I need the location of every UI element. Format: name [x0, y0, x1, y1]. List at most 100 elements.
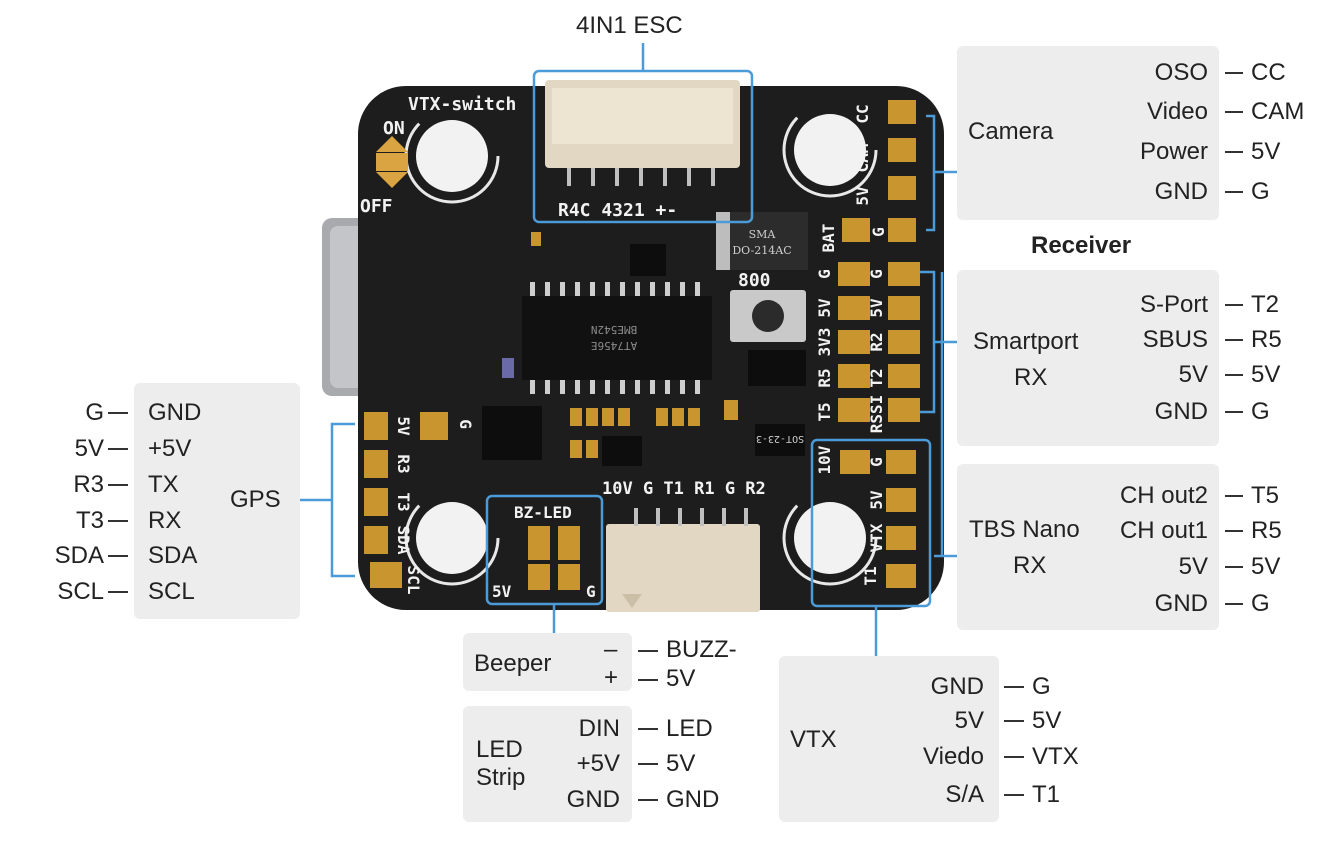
vtx-title: VTX [790, 726, 837, 753]
tbs-pin-gnd: GND [1154, 590, 1208, 617]
tbs-pad-r5: R5 [1251, 517, 1282, 544]
led-strip-panel [463, 706, 632, 822]
gps-pad-scl: SCL [57, 578, 104, 605]
gps-pin-rx: RX [148, 507, 182, 534]
tbs-pin-ch-out2: CH out2 [1119, 482, 1208, 509]
uart-connector [606, 524, 760, 612]
gps-pin-5v: +5V [148, 435, 192, 462]
uart-silk: 10V G T1 R1 G R2 [602, 479, 766, 499]
vtx-pin-sa: S/A [945, 781, 984, 808]
gps-pad-label-5v: 5V [394, 416, 413, 436]
tbs-pad-5v: 5V [1251, 553, 1281, 580]
camera-pads [842, 100, 916, 242]
gps-pin-gnd: GND [148, 399, 202, 426]
beeper-pad-buzz: BUZZ- [666, 636, 737, 663]
gps-pad-label-t3: T3 [394, 492, 413, 511]
vtx-pad-label-g: G [867, 457, 886, 467]
gps-pad-5v: 5V [74, 435, 104, 462]
smartport-pad-g: G [1251, 398, 1270, 425]
beeper-panel [463, 633, 632, 691]
tbs-pad-g: G [1251, 590, 1270, 617]
bz-led-label: BZ-LED [514, 503, 572, 522]
camera-panel [957, 46, 1219, 220]
gps-pads [364, 412, 448, 588]
rx-right-label-g: G [867, 269, 886, 279]
vtx-pad-label-10v: 10V [815, 445, 834, 474]
camera-pin-power: Power [1139, 138, 1208, 165]
led-strip-title-2: Strip [476, 764, 526, 791]
on-label: ON [383, 118, 405, 139]
smartport-pad-5v: 5V [1251, 361, 1281, 388]
smartport-pin-5v: 5V [1178, 361, 1208, 388]
gps-pad-sda: SDA [54, 542, 104, 569]
gps-pad-label-sda: SDA [394, 526, 413, 555]
rx-left-label-t5: T5 [815, 402, 834, 421]
tbs-title-1: TBS Nano [969, 516, 1080, 543]
camera-pin-gnd: GND [1154, 178, 1208, 205]
vtx-switch-label: VTX-switch [408, 94, 516, 115]
vtx-pad-g: G [1032, 673, 1051, 700]
led-pin-gnd: GND [566, 786, 620, 813]
cam-pad-label-cc: CC [853, 104, 872, 123]
camera-pad-cc: CC [1251, 59, 1286, 86]
camera-pad-g: G [1251, 178, 1270, 205]
rx-right-label-rssi: RSSI [867, 395, 886, 434]
cam-pad-label-g: G [869, 227, 888, 237]
camera-pad-cam: CAM [1251, 98, 1305, 125]
smartport-title-2: RX [1014, 364, 1048, 391]
tbs-title-2: RX [1013, 552, 1047, 579]
gps-pad-t3: T3 [75, 507, 104, 534]
bat-label: BAT [819, 224, 838, 253]
rx-left-label-5v: 5V [815, 298, 834, 318]
esc-title: 4IN1 ESC [576, 12, 683, 39]
smartport-pin-gnd: GND [1154, 398, 1208, 425]
rx-right-label-r2: R2 [867, 332, 886, 351]
gps-pad-label-scl: SCL [404, 566, 423, 595]
led-pad-5v: 5V [666, 750, 696, 777]
cam-pad-label-cam: CAM [853, 144, 872, 173]
gps-pad-label-g: G [456, 419, 475, 429]
beeper-pin-minus: – [604, 636, 618, 663]
led-pad-led: LED [666, 715, 713, 742]
led-pin-din: DIN [578, 715, 620, 742]
led-pad-gnd: GND [666, 786, 720, 813]
gps-pad-r3: R3 [73, 471, 104, 498]
smartport-pin-sport: S-Port [1139, 291, 1208, 318]
gps-pin-tx: TX [148, 471, 179, 498]
num-800: 800 [738, 270, 771, 291]
chip-text-2: AT7456E [591, 339, 637, 352]
off-label: OFF [360, 196, 393, 217]
gps-title: GPS [230, 486, 281, 513]
camera-pad-5v: 5V [1251, 138, 1281, 165]
bz-g-label: G [586, 582, 596, 601]
vtx-pin-video: Viedo [923, 743, 984, 770]
vtx-pin-gnd: GND [930, 673, 984, 700]
vtx-pad-label-t1: T1 [861, 566, 880, 585]
osd-chip [522, 296, 712, 380]
tbs-pad-t5: T5 [1251, 482, 1280, 509]
tbs-panel [957, 464, 1219, 630]
chip-text-1: BME542N [591, 323, 637, 336]
sot-label: SOT-23-3 [756, 433, 804, 444]
cam-pad-label-5v: 5V [853, 186, 872, 206]
tbs-pin-5v: 5V [1178, 553, 1208, 580]
smartport-pad-t2: T2 [1251, 291, 1280, 318]
diode-label-2: DO-214AC [732, 244, 791, 257]
led-strip-title-1: LED [476, 736, 523, 763]
bz-5v-label: 5V [492, 582, 512, 601]
vtx-pad-5v: 5V [1032, 707, 1062, 734]
vtx-panel [779, 656, 999, 822]
gps-panel [134, 383, 300, 619]
camera-pin-video: Video [1147, 98, 1208, 125]
gps-pad-label-r3: R3 [394, 454, 413, 473]
diode-label-1: SMA [749, 228, 777, 241]
mounting-holes [404, 102, 878, 586]
smartport-title-1: Smartport [973, 328, 1079, 355]
smartport-pad-r5: R5 [1251, 326, 1282, 353]
beeper-pin-plus: + [604, 664, 619, 691]
gps-pin-scl: SCL [148, 578, 195, 605]
rx-right-label-t2: T2 [867, 368, 886, 387]
vtx-pad-vtx: VTX [1032, 743, 1079, 770]
led-pin-5v: +5V [576, 750, 620, 777]
